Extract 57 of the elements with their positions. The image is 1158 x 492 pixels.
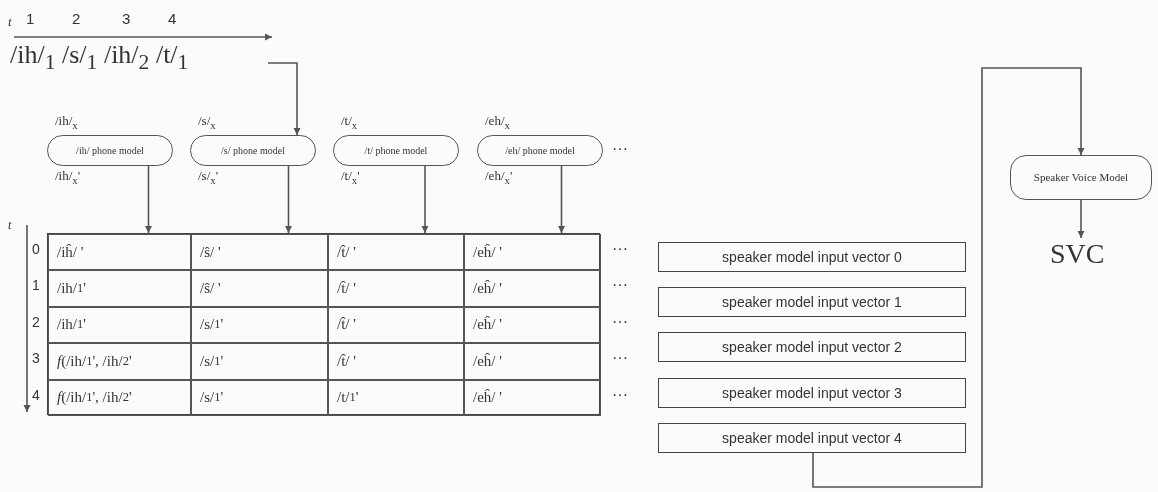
table-cell: /eĥ/ ' <box>464 270 601 307</box>
row-number: 3 <box>32 350 40 367</box>
row-number: 1 <box>32 277 40 294</box>
tick-number: 1 <box>26 10 35 27</box>
arrow <box>421 165 429 234</box>
tick-number: 3 <box>122 10 131 27</box>
arrow <box>285 165 292 234</box>
arrow <box>267 62 301 136</box>
phone-label: /ih/$_{x}$' <box>55 168 81 186</box>
ellipsis: ··· <box>612 385 628 404</box>
row-number: 2 <box>32 313 40 330</box>
table-cell: /eĥ/ ' <box>464 306 601 344</box>
phone-label: /eh/$_{x}$' <box>485 168 513 186</box>
tick-number: 2 <box>72 10 81 27</box>
ellipsis: ··· <box>612 140 628 158</box>
phone-label: /s/$_{x}$ <box>198 113 216 131</box>
table-cell: /t̂/ ' <box>328 270 464 307</box>
phone-model-box: /eh/ phone model <box>477 135 603 166</box>
table-cell: /t̂/ ' <box>328 343 464 380</box>
table-cell: /eĥ/ ' <box>464 234 601 271</box>
table-cell: /ŝ/ ' <box>191 270 328 307</box>
phone-label: /t/$_{x}$ <box>341 113 358 131</box>
phone-model-box: /t/ phone model <box>333 135 459 166</box>
row-number: 0 <box>32 241 40 257</box>
ellipsis: ··· <box>612 312 628 331</box>
tick-number: 4 <box>168 10 177 27</box>
vector-box: speaker model input vector 2 <box>658 332 966 362</box>
model-box: Speaker Voice Model <box>1010 155 1152 200</box>
row-number: 4 <box>32 386 40 403</box>
arrow <box>145 165 152 234</box>
phoneme-sequence: /ih/$_{1}$ /s/$_{1}$ /ih/$_{2}$ /t/$_{1}$ <box>10 40 265 78</box>
table-cell: /eĥ/ ' <box>464 379 601 416</box>
vector-box: speaker model input vector 4 <box>658 423 966 453</box>
ellipsis: ··· <box>612 276 628 295</box>
arrow <box>812 67 1085 488</box>
table-cell: /t̂/ ' <box>328 306 464 344</box>
vector-box: speaker model input vector 3 <box>658 378 966 408</box>
arrow <box>1077 199 1085 239</box>
ellipsis: ··· <box>612 349 628 368</box>
axis-label: t <box>8 218 12 233</box>
phone-label: /s/$_{x}$' <box>198 168 219 186</box>
axis-label: t <box>8 14 12 30</box>
phone-label: /t/$_{x}$' <box>341 168 360 186</box>
table-cell: /t̂/ ' <box>328 234 464 271</box>
output-text: SVC <box>1050 238 1130 274</box>
arrow <box>558 165 565 234</box>
table-cell: /iĥ/ ' <box>48 234 191 271</box>
table <box>47 233 600 415</box>
ellipsis: ··· <box>612 240 628 258</box>
phone-model-box: /s/ phone model <box>190 135 316 166</box>
phone-label: /ih/$_{x}$ <box>55 113 78 131</box>
phone-label: /eh/$_{x}$ <box>485 113 510 131</box>
table-cell: /eĥ/ ' <box>464 343 601 380</box>
vector-box: speaker model input vector 1 <box>658 287 966 317</box>
vector-box: speaker model input vector 0 <box>658 242 966 272</box>
table-cell: /ŝ/ ' <box>191 234 328 271</box>
phone-model-box: /ih/ phone model <box>47 135 173 166</box>
